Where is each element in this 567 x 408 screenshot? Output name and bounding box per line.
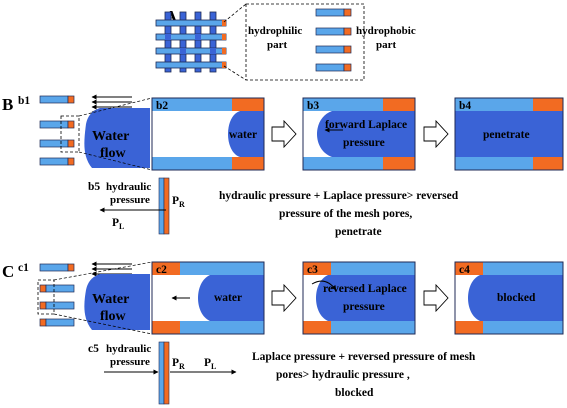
c2-box — [151, 261, 265, 335]
b-note-line-1: hydraulic pressure + Laplace pressure> r… — [219, 190, 459, 202]
b5-pr: PR — [172, 195, 185, 209]
b3-to-b4-arrow — [423, 119, 449, 149]
b4-penetrate-label: penetrate — [483, 129, 530, 141]
c5-label: c5 — [88, 343, 99, 355]
b-note-line-3: penetrate — [335, 226, 382, 238]
b1-water-label-1: Water — [92, 129, 129, 144]
hydrophobic-label-1: hydrophobic — [356, 25, 416, 37]
c5-hydraulic-2: pressure — [110, 356, 150, 368]
hydrophobic-label-2: part — [376, 39, 397, 51]
c4-blocked-label: blocked — [497, 292, 536, 304]
c1-label: c1 — [18, 262, 29, 274]
b5-fiber-hydrophobic — [163, 177, 170, 235]
c5-pr: PR — [172, 357, 185, 371]
c1-water-body — [84, 274, 150, 330]
c3-box — [302, 261, 416, 335]
c-note-line-2: pores> hydraulic pressure , — [276, 369, 410, 381]
b2-box — [151, 97, 265, 171]
c-note-line-3: blocked — [335, 387, 374, 399]
b3-label: b3 — [307, 100, 319, 112]
c3-reversed-laplace-2: pressure — [343, 301, 385, 313]
c1-water-label-1: Water — [92, 292, 129, 307]
b5-label: b5 — [88, 181, 100, 193]
c5-fiber-hydrophobic — [163, 341, 170, 405]
c1-mesh-section — [39, 263, 75, 327]
b5-hydraulic-2: pressure — [110, 194, 150, 206]
b1-water-body — [84, 108, 150, 168]
b2-water-label: water — [229, 129, 257, 141]
c3-reversed-laplace-1: reversed Laplace — [323, 283, 407, 295]
b5-pl: PL — [112, 217, 124, 231]
c5-pl: PL — [204, 357, 216, 371]
mesh-grid-illustration — [155, 11, 227, 73]
b2-to-b3-arrow — [271, 119, 297, 149]
c3-label: c3 — [307, 264, 318, 276]
c2-to-c3-arrow — [271, 283, 297, 313]
c2-water-label: water — [214, 292, 242, 304]
b1-water-label-2: flow — [100, 146, 127, 161]
hydrophilic-label-2: part — [267, 39, 288, 51]
c4-box — [454, 261, 564, 335]
b-note-line-2: pressure of the mesh pores, — [279, 208, 412, 220]
zoom-box — [245, 3, 365, 81]
panel-b-label: B — [2, 95, 13, 114]
c5-hydraulic-1: hydraulic — [106, 343, 151, 355]
b2-label: b2 — [156, 100, 168, 112]
c2-label: c2 — [156, 264, 167, 276]
fiber-segments-a — [315, 8, 352, 72]
panel-c-label: C — [2, 262, 14, 281]
b3-forward-laplace-2: pressure — [343, 137, 385, 149]
b3-forward-laplace-1: forward Laplace — [325, 119, 407, 131]
b1-mesh-section — [39, 95, 75, 166]
b1-label: b1 — [18, 95, 30, 107]
b4-label: b4 — [459, 100, 471, 112]
c-note-line-1: Laplace pressure + reversed pressure of … — [252, 351, 476, 363]
b3-box — [302, 97, 416, 171]
c3-to-c4-arrow — [423, 283, 449, 313]
b4-box — [454, 97, 564, 171]
hydrophilic-label-1: hydrophilic — [248, 25, 302, 37]
c4-label: c4 — [459, 264, 470, 276]
c1-water-label-2: flow — [100, 309, 127, 324]
b5-fiber-hydrophilic — [158, 177, 165, 235]
c5-fiber-hydrophilic — [158, 341, 165, 405]
b5-hydraulic-1: hydraulic — [106, 181, 151, 193]
